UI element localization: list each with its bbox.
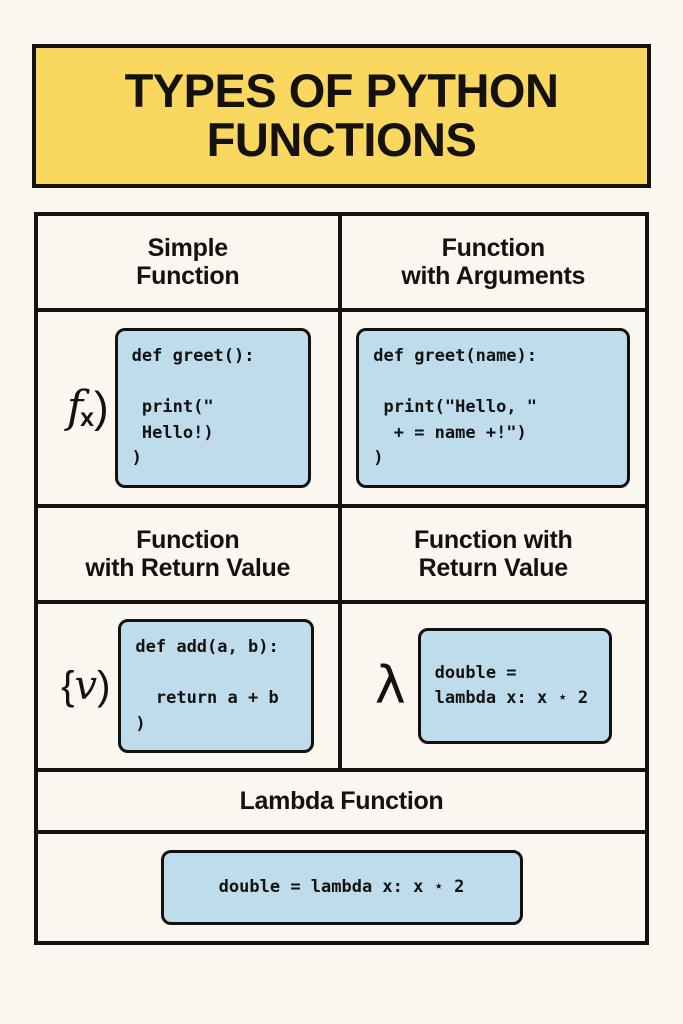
code-block-add-function: def add(a, b): return a + b ) [118, 619, 315, 753]
cell-function-with-arguments-code: def greet(name): print("Hello, " + = nam… [341, 312, 646, 508]
lambda-icon: λ [374, 656, 406, 716]
code-wrap: λ double = lambda x: x ⋆ 2 [342, 628, 646, 744]
code-wrap: def greet(name): print("Hello, " + = nam… [342, 328, 646, 488]
code-block-lambda-double: double = lambda x: x ⋆ 2 [417, 628, 612, 744]
code-block-lambda-function: double = lambda x: x ⋆ 2 [160, 849, 523, 926]
grid-row: Lambda Function [38, 772, 645, 834]
code-block-simple-function: def greet(): print(" Hello!) ) [114, 328, 311, 488]
brace-v-icon: {v) [61, 663, 111, 709]
code-wrap: fx) def greet(): print(" Hello!) ) [38, 328, 338, 488]
cell-simple-function-title: Simple Function [38, 216, 342, 312]
code-wrap: {v) def add(a, b): return a + b ) [38, 619, 338, 753]
page-title: Types of Python Functions [124, 64, 559, 166]
cell-return-value-right-code: λ double = lambda x: x ⋆ 2 [341, 604, 646, 772]
code-block-function-with-arguments: def greet(name): print("Hello, " + = nam… [356, 328, 631, 488]
section-title: Function with Arguments [401, 234, 586, 290]
cell-return-value-left-code: {v) def add(a, b): return a + b ) [38, 604, 342, 772]
grid-row: fx) def greet(): print(" Hello!) ) def g… [38, 312, 645, 508]
grid-row: Simple Function Function with Arguments [38, 216, 645, 312]
cell-function-with-arguments-title: Function with Arguments [341, 216, 645, 312]
grid-row: Function with Return Value Function with… [38, 508, 645, 604]
grid-row: {v) def add(a, b): return a + b ) λ doub… [38, 604, 645, 772]
grid-row: double = lambda x: x ⋆ 2 [38, 834, 645, 941]
title-banner: Types of Python Functions [32, 44, 651, 188]
cell-lambda-function-title: Lambda Function [38, 772, 645, 834]
section-title: Function with Return Value [413, 526, 573, 582]
cell-return-value-right-title: Function with Return Value [341, 508, 645, 604]
cell-return-value-left-title: Function with Return Value [38, 508, 342, 604]
fx-paren-icon: fx) [66, 381, 109, 433]
section-title: Function with Return Value [85, 526, 291, 582]
cell-simple-function-code: fx) def greet(): print(" Hello!) ) [38, 312, 342, 508]
content-grid: Simple Function Function with Arguments … [34, 212, 649, 945]
section-title: Simple Function [136, 234, 240, 290]
section-title: Lambda Function [239, 787, 444, 815]
cell-lambda-function-code: double = lambda x: x ⋆ 2 [38, 834, 645, 941]
